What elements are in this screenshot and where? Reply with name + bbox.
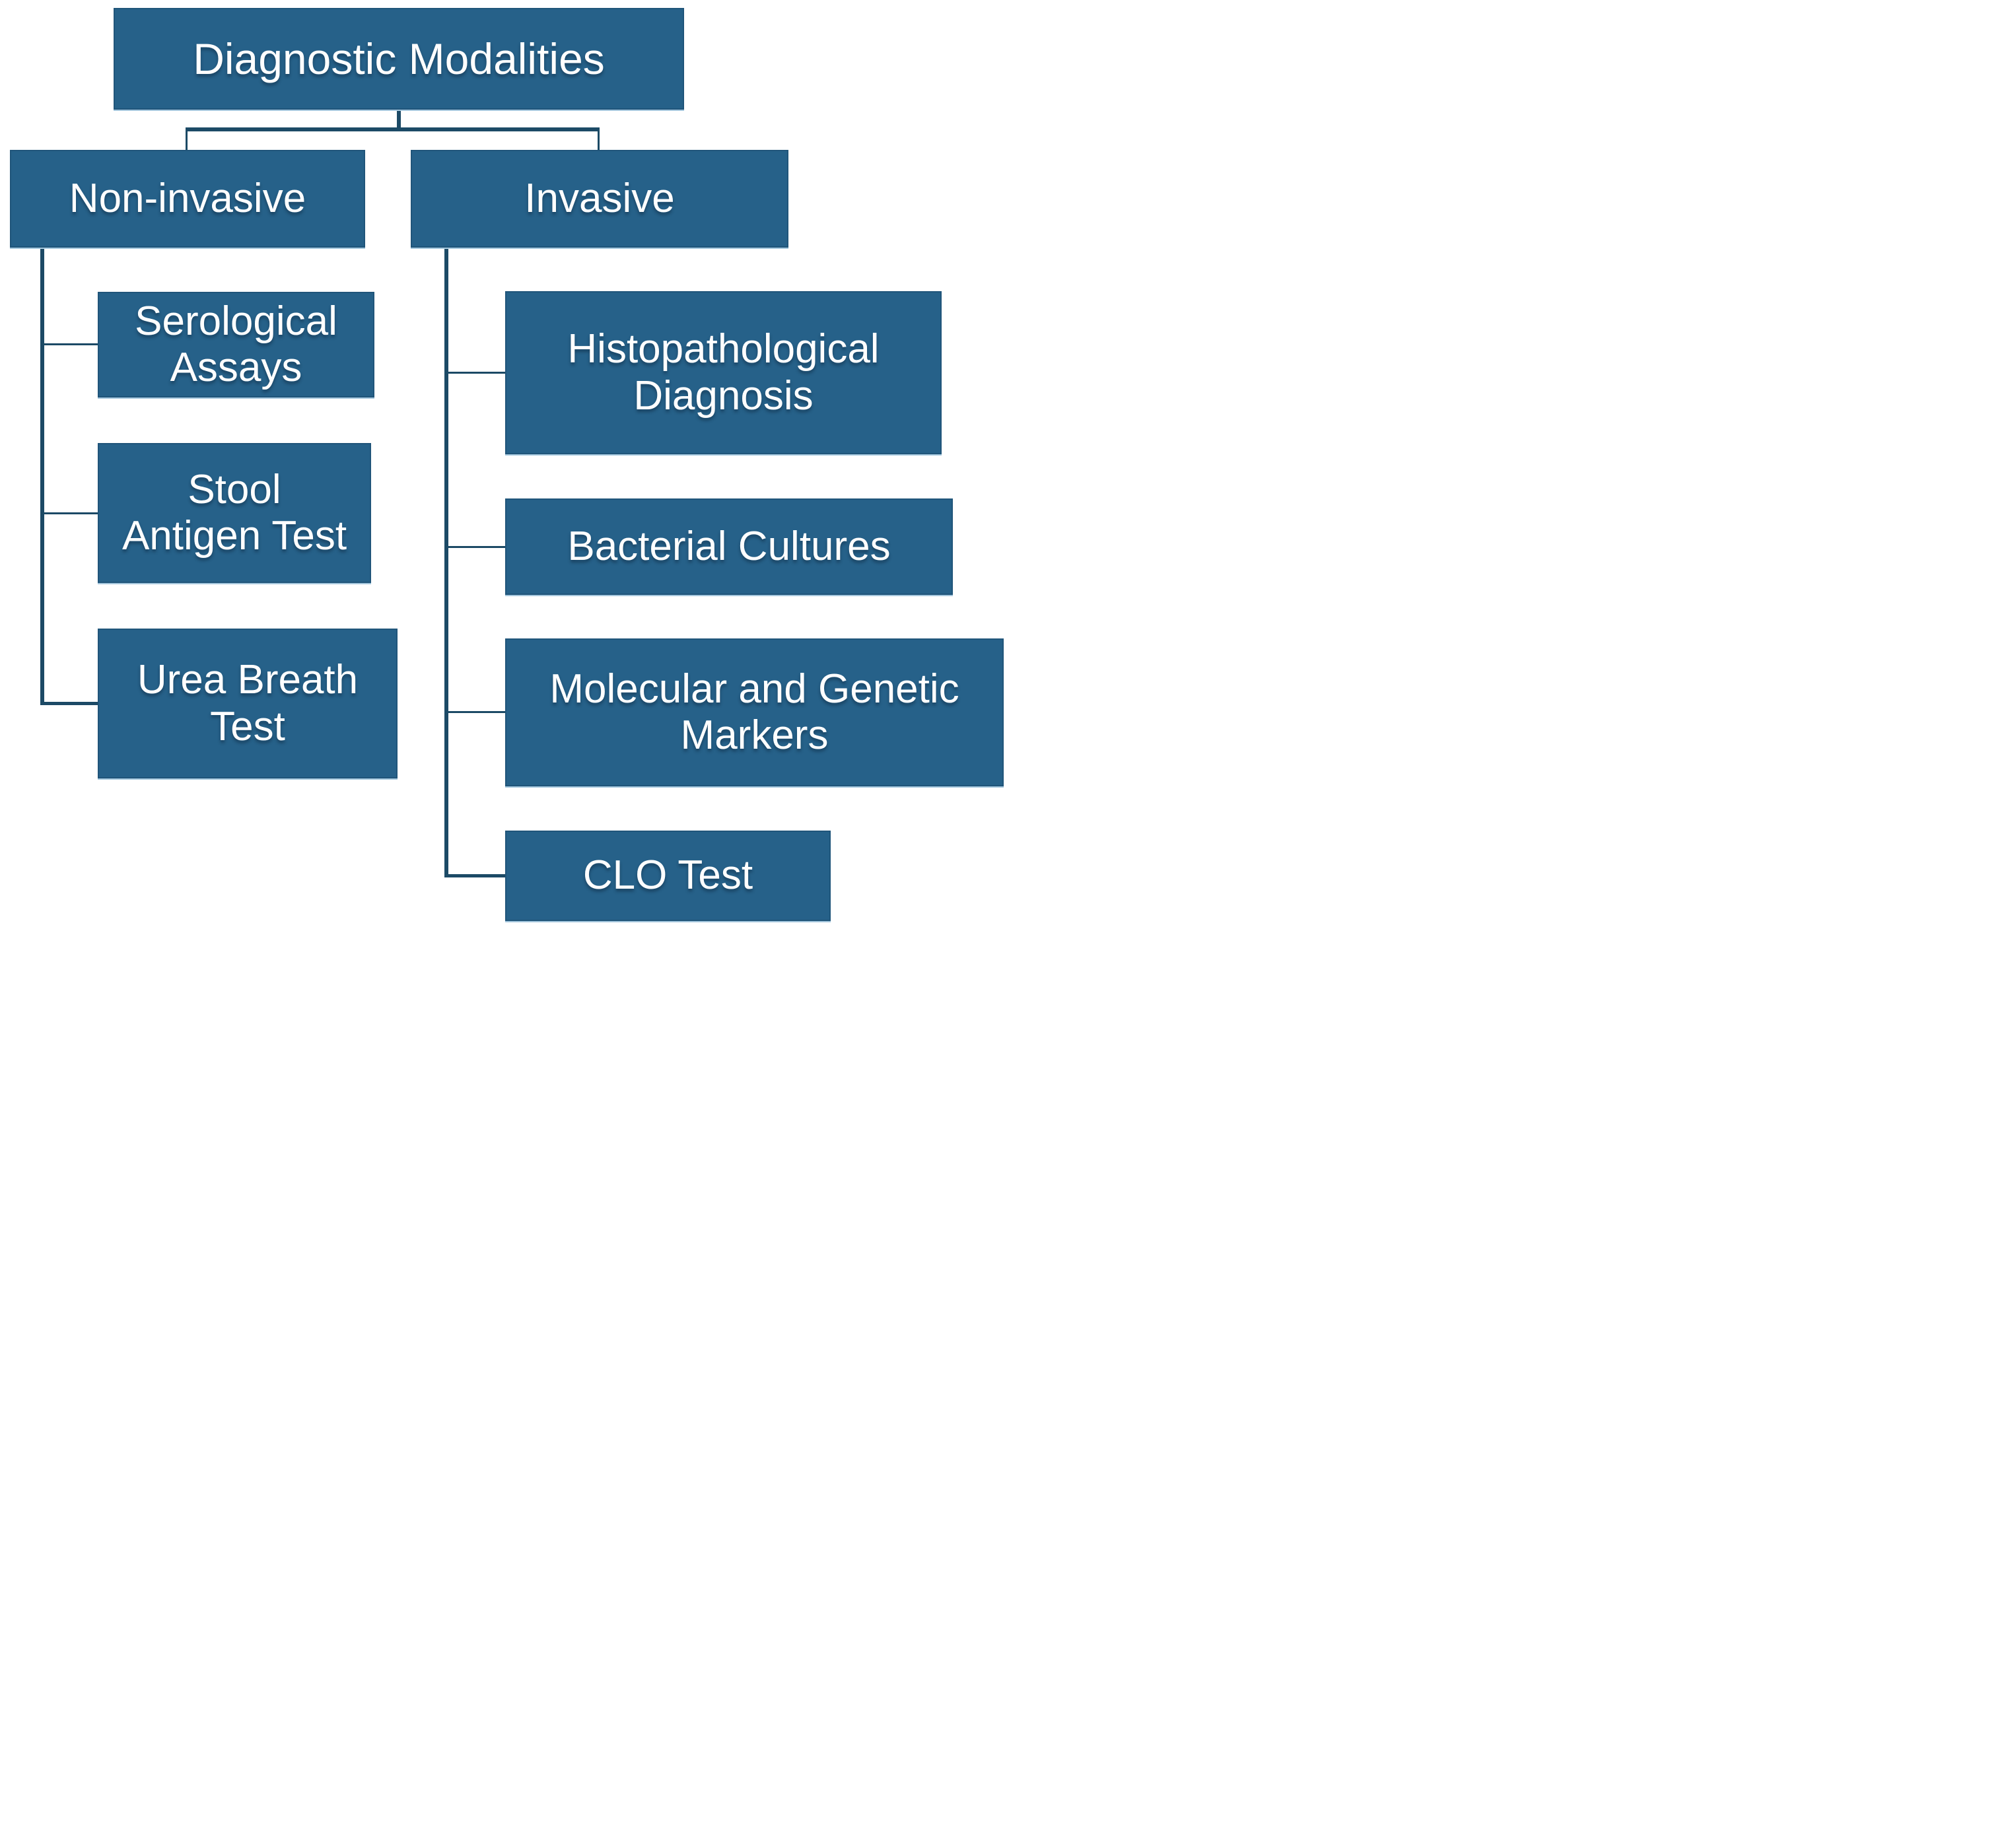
node-label: Invasive — [524, 175, 675, 221]
connector-root-stub — [397, 110, 401, 131]
node-label: Stool Antigen Test — [122, 466, 347, 559]
node-non-invasive: Non-invasive — [10, 150, 365, 248]
connector-branch-urea — [40, 702, 98, 705]
node-histopathological-diagnosis: Histopathological Diagnosis — [505, 291, 942, 454]
node-bacterial-cultures: Bacterial Cultures — [505, 498, 953, 595]
connector-drop-non-invasive — [186, 129, 188, 150]
connector-branch-clo — [444, 874, 505, 877]
node-label: Diagnostic Modalities — [193, 34, 605, 83]
node-label: Histopathological Diagnosis — [567, 326, 880, 419]
connector-branch-bacterial — [444, 546, 505, 548]
connector-branch-stool — [40, 512, 98, 514]
connector-trunk-non-invasive — [40, 248, 44, 705]
node-molecular-genetic-markers: Molecular and Genetic Markers — [505, 638, 1004, 786]
connector-branch-serological — [40, 343, 98, 345]
node-stool-antigen-test: Stool Antigen Test — [98, 443, 371, 583]
connector-branch-molecular — [444, 711, 505, 713]
node-label: Bacterial Cultures — [567, 523, 891, 569]
node-urea-breath-test: Urea Breath Test — [98, 629, 398, 778]
node-label: Urea Breath Test — [137, 657, 359, 749]
diagnostic-modalities-flowchart: Diagnostic Modalities Non-invasive Invas… — [0, 0, 1007, 924]
node-invasive: Invasive — [411, 150, 788, 248]
node-label: Serological Assays — [135, 298, 337, 390]
connector-drop-invasive — [598, 129, 600, 150]
node-label: Non-invasive — [69, 175, 306, 221]
node-diagnostic-modalities: Diagnostic Modalities — [114, 8, 684, 110]
connector-root-crossbar — [186, 127, 600, 131]
connector-trunk-invasive — [444, 248, 448, 877]
node-clo-test: CLO Test — [505, 831, 831, 921]
connector-branch-histopathological — [444, 372, 505, 374]
node-label: CLO Test — [582, 852, 753, 899]
node-serological-assays: Serological Assays — [98, 292, 374, 397]
node-label: Molecular and Genetic Markers — [549, 666, 959, 758]
